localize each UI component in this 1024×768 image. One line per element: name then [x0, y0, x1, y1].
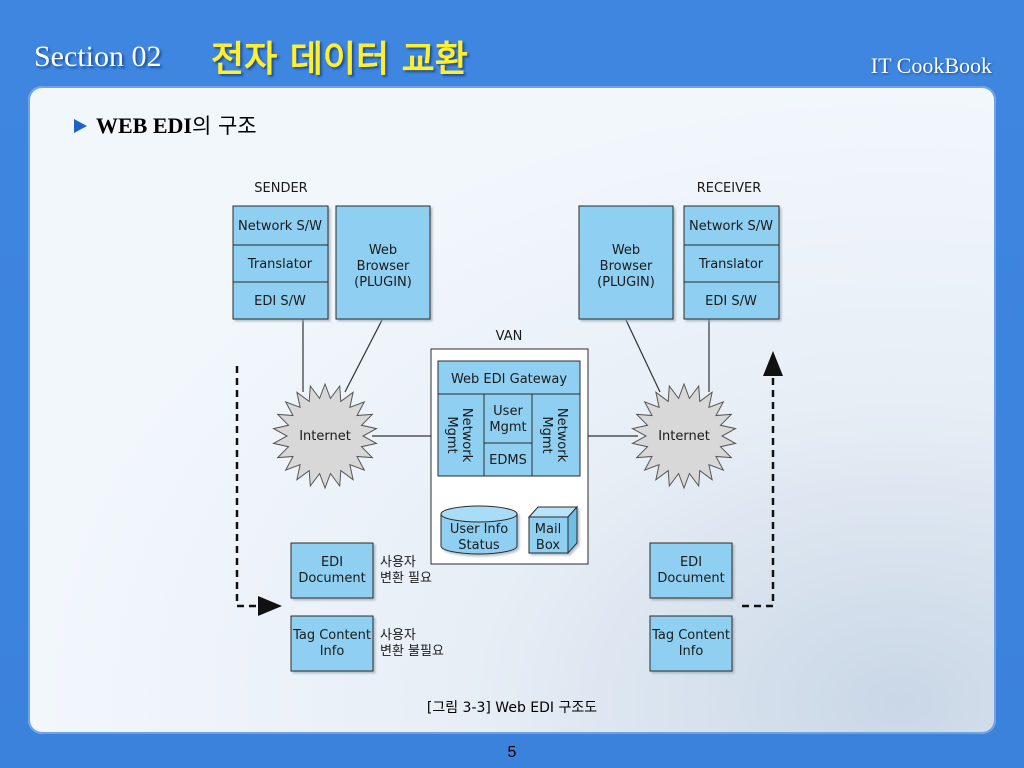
sender-edi-document-line2: Document	[298, 571, 365, 586]
slide-subtitle: WEB EDI의 구조	[96, 110, 257, 140]
receiver-web-browser-box	[578, 205, 674, 320]
receiver-network-sw: Network S/W	[689, 219, 773, 234]
sender-edi-document-box	[290, 542, 374, 599]
web-edi-gateway-box	[437, 360, 581, 395]
sender-translator: Translator	[247, 257, 313, 272]
internet-right-icon	[631, 382, 737, 490]
sender-edi-sw: EDI S/W	[254, 294, 306, 309]
svg-text:Mgmt: Mgmt	[444, 416, 459, 453]
page-number: 5	[507, 744, 517, 761]
sender-tag-content-box	[290, 615, 374, 672]
network-mgmt-right-label: Network Mgmt	[539, 408, 569, 463]
arrow-right-icon	[258, 596, 282, 616]
sender-browser-line1: Web	[369, 243, 397, 258]
slide-title: 전자 데이터 교환	[211, 39, 468, 80]
svg-text:Mgmt: Mgmt	[539, 416, 554, 453]
network-mgmt-left-label: Network Mgmt	[444, 408, 474, 463]
sender-browser-line3: (PLUGIN)	[354, 275, 412, 290]
edms-label: EDMS	[489, 453, 527, 468]
receiver-edi-document-line1: EDI	[680, 555, 702, 570]
user-info-line2: Status	[458, 538, 500, 553]
user-info-database-icon	[440, 505, 518, 555]
network-mgmt-left-box	[437, 393, 485, 477]
tag-note-line2: 변환 불필요	[380, 644, 444, 659]
bullet-arrow-icon	[74, 119, 87, 133]
mail-box-line1: Mail	[535, 522, 561, 537]
sender-stack	[232, 205, 329, 320]
sender-label: SENDER	[254, 181, 307, 196]
receiver-tag-content-line1: Tag Content	[651, 628, 730, 643]
receiver-label: RECEIVER	[697, 181, 762, 196]
receiver-browser-line2: Browser	[600, 259, 653, 274]
mail-box-icon	[527, 505, 579, 555]
receiver-stack	[683, 205, 780, 320]
svg-text:Network: Network	[554, 408, 569, 463]
receiver-edi-document-box	[649, 542, 733, 599]
internet-left-label: Internet	[299, 429, 351, 444]
subtitle-ko: 의 구조	[191, 114, 257, 138]
tag-note-line1: 사용자	[380, 628, 416, 643]
user-mgmt-line1: User	[493, 404, 523, 419]
section-label: Section 02	[34, 40, 162, 73]
receiver-browser-line1: Web	[612, 243, 640, 258]
receiver-tag-content-box	[649, 615, 733, 672]
internet-left-icon	[272, 382, 378, 490]
receiver-browser-line3: (PLUGIN)	[597, 275, 655, 290]
web-edi-gateway-label: Web EDI Gateway	[451, 372, 567, 387]
sender-browser-line2: Browser	[357, 259, 410, 274]
sender-network-sw: Network S/W	[238, 219, 322, 234]
van-label: VAN	[496, 329, 523, 344]
user-mgmt-box	[483, 393, 533, 444]
brand-label: IT CookBook	[870, 53, 992, 78]
receiver-translator: Translator	[698, 257, 764, 272]
subtitle-en: WEB EDI	[96, 113, 192, 138]
figure-caption: [그림 3-3] Web EDI 구조도	[426, 700, 598, 716]
sender-tag-content-line1: Tag Content	[292, 628, 371, 643]
receiver-tag-content-line2: Info	[679, 644, 704, 659]
edi-note-line2: 변환 필요	[380, 571, 432, 586]
arrow-up-icon	[763, 351, 783, 376]
sender-web-browser-box	[335, 205, 431, 320]
svg-text:Network: Network	[459, 408, 474, 463]
receiver-edi-sw: EDI S/W	[705, 294, 757, 309]
sender-edi-document-line1: EDI	[321, 555, 343, 570]
receiver-edi-document-line2: Document	[657, 571, 724, 586]
internet-right-label: Internet	[658, 429, 710, 444]
mail-box-line2: Box	[536, 538, 560, 553]
edi-note-line1: 사용자	[380, 555, 416, 570]
user-mgmt-line2: Mgmt	[489, 420, 526, 435]
flow-arrows	[235, 366, 775, 608]
sender-tag-content-line2: Info	[320, 644, 345, 659]
network-mgmt-right-box	[531, 393, 581, 477]
user-info-line1: User Info	[450, 522, 508, 537]
